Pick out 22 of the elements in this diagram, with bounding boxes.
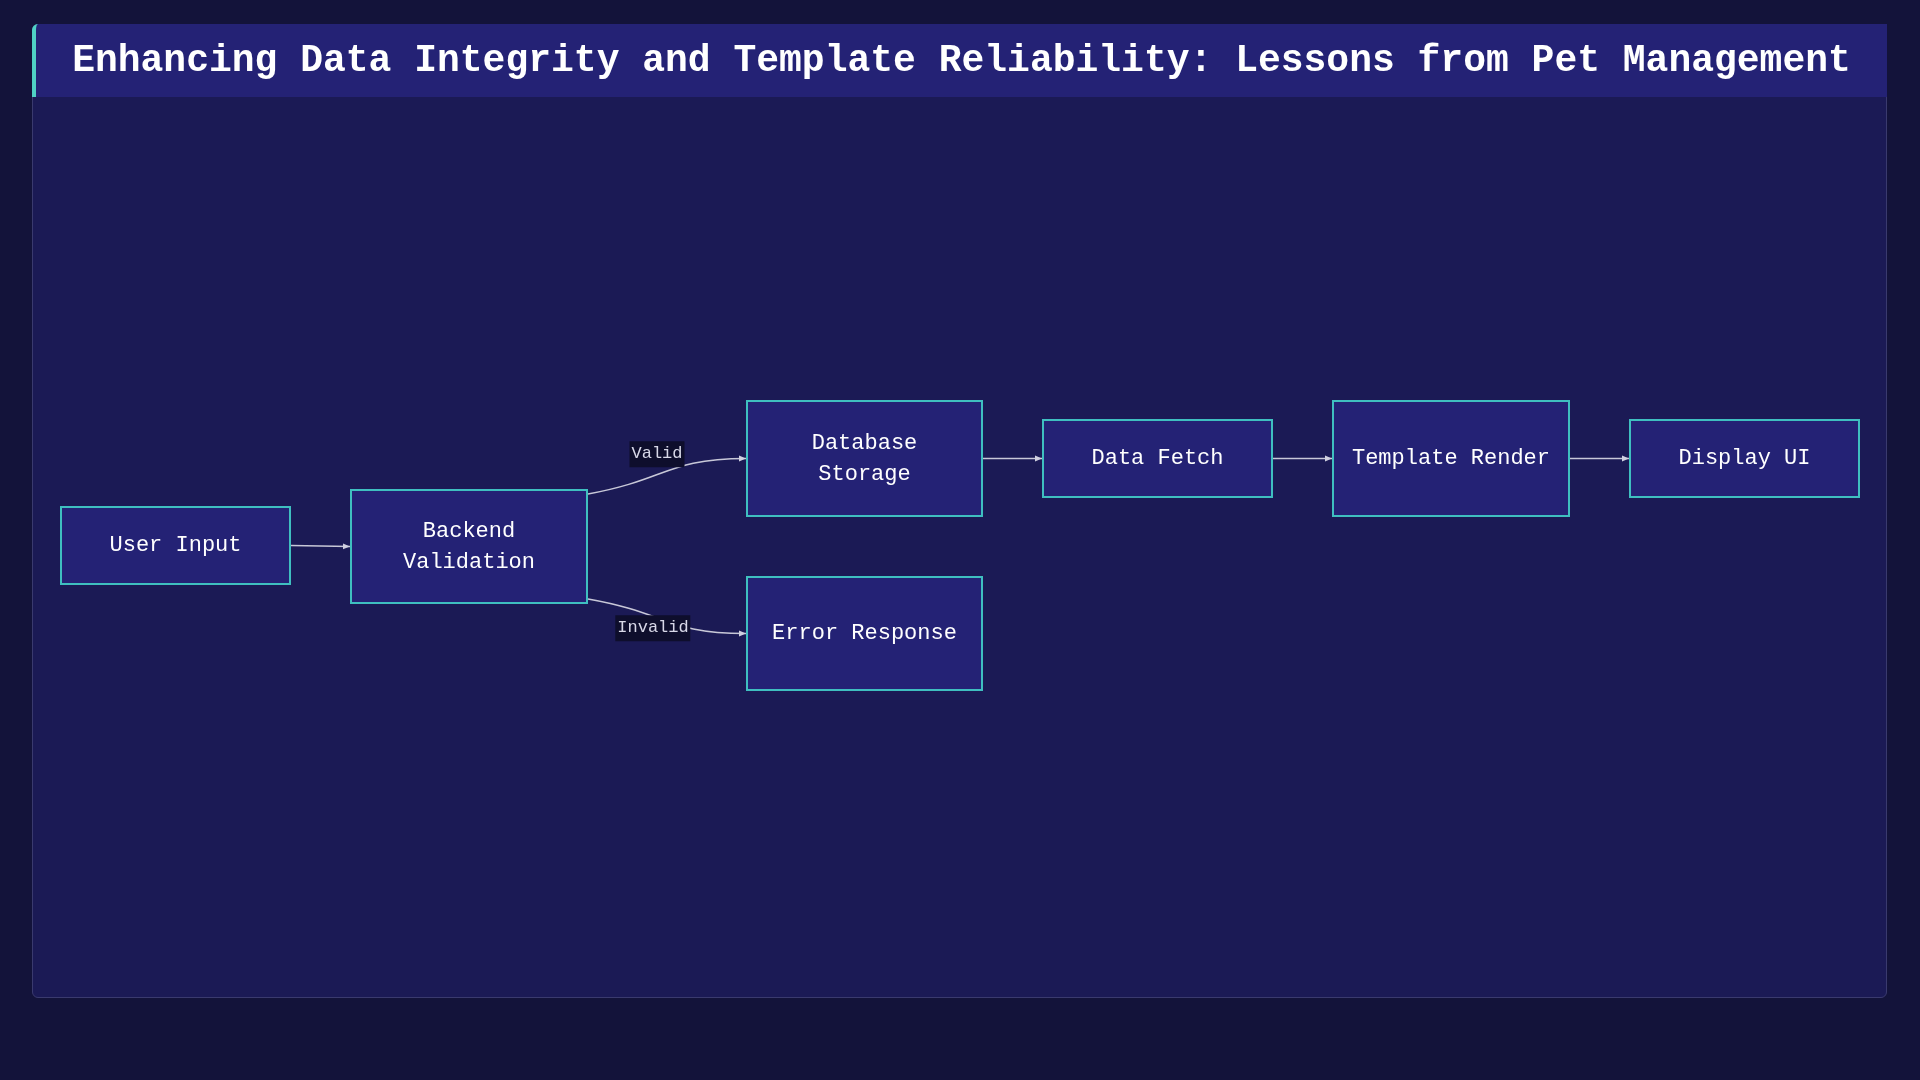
process-box (746, 400, 983, 517)
node-label: Database Storage (810, 429, 919, 489)
process-box (350, 489, 588, 604)
node-label: Template Render (1351, 445, 1550, 473)
edge-label: Valid (629, 441, 685, 467)
edge-label: Invalid (615, 615, 691, 641)
node-label: Backend Validation (402, 517, 536, 577)
process-box (60, 506, 291, 585)
arrow (1569, 455, 1630, 462)
arrow (982, 455, 1043, 462)
arrow (587, 455, 747, 495)
title: Enhancing Data Integrity and Template Reliability: Lessons from Pet Management (72, 38, 1851, 84)
arrow (290, 543, 351, 550)
process-box (1629, 419, 1860, 498)
node-label: Data Fetch (1091, 445, 1224, 473)
arrow (1272, 455, 1333, 462)
process-box (1042, 419, 1273, 498)
process-box (1332, 400, 1570, 517)
node-label: Display UI (1678, 445, 1811, 473)
process-box (746, 576, 983, 691)
node-label: User Input (109, 532, 242, 560)
node-label: Error Response (772, 620, 957, 648)
